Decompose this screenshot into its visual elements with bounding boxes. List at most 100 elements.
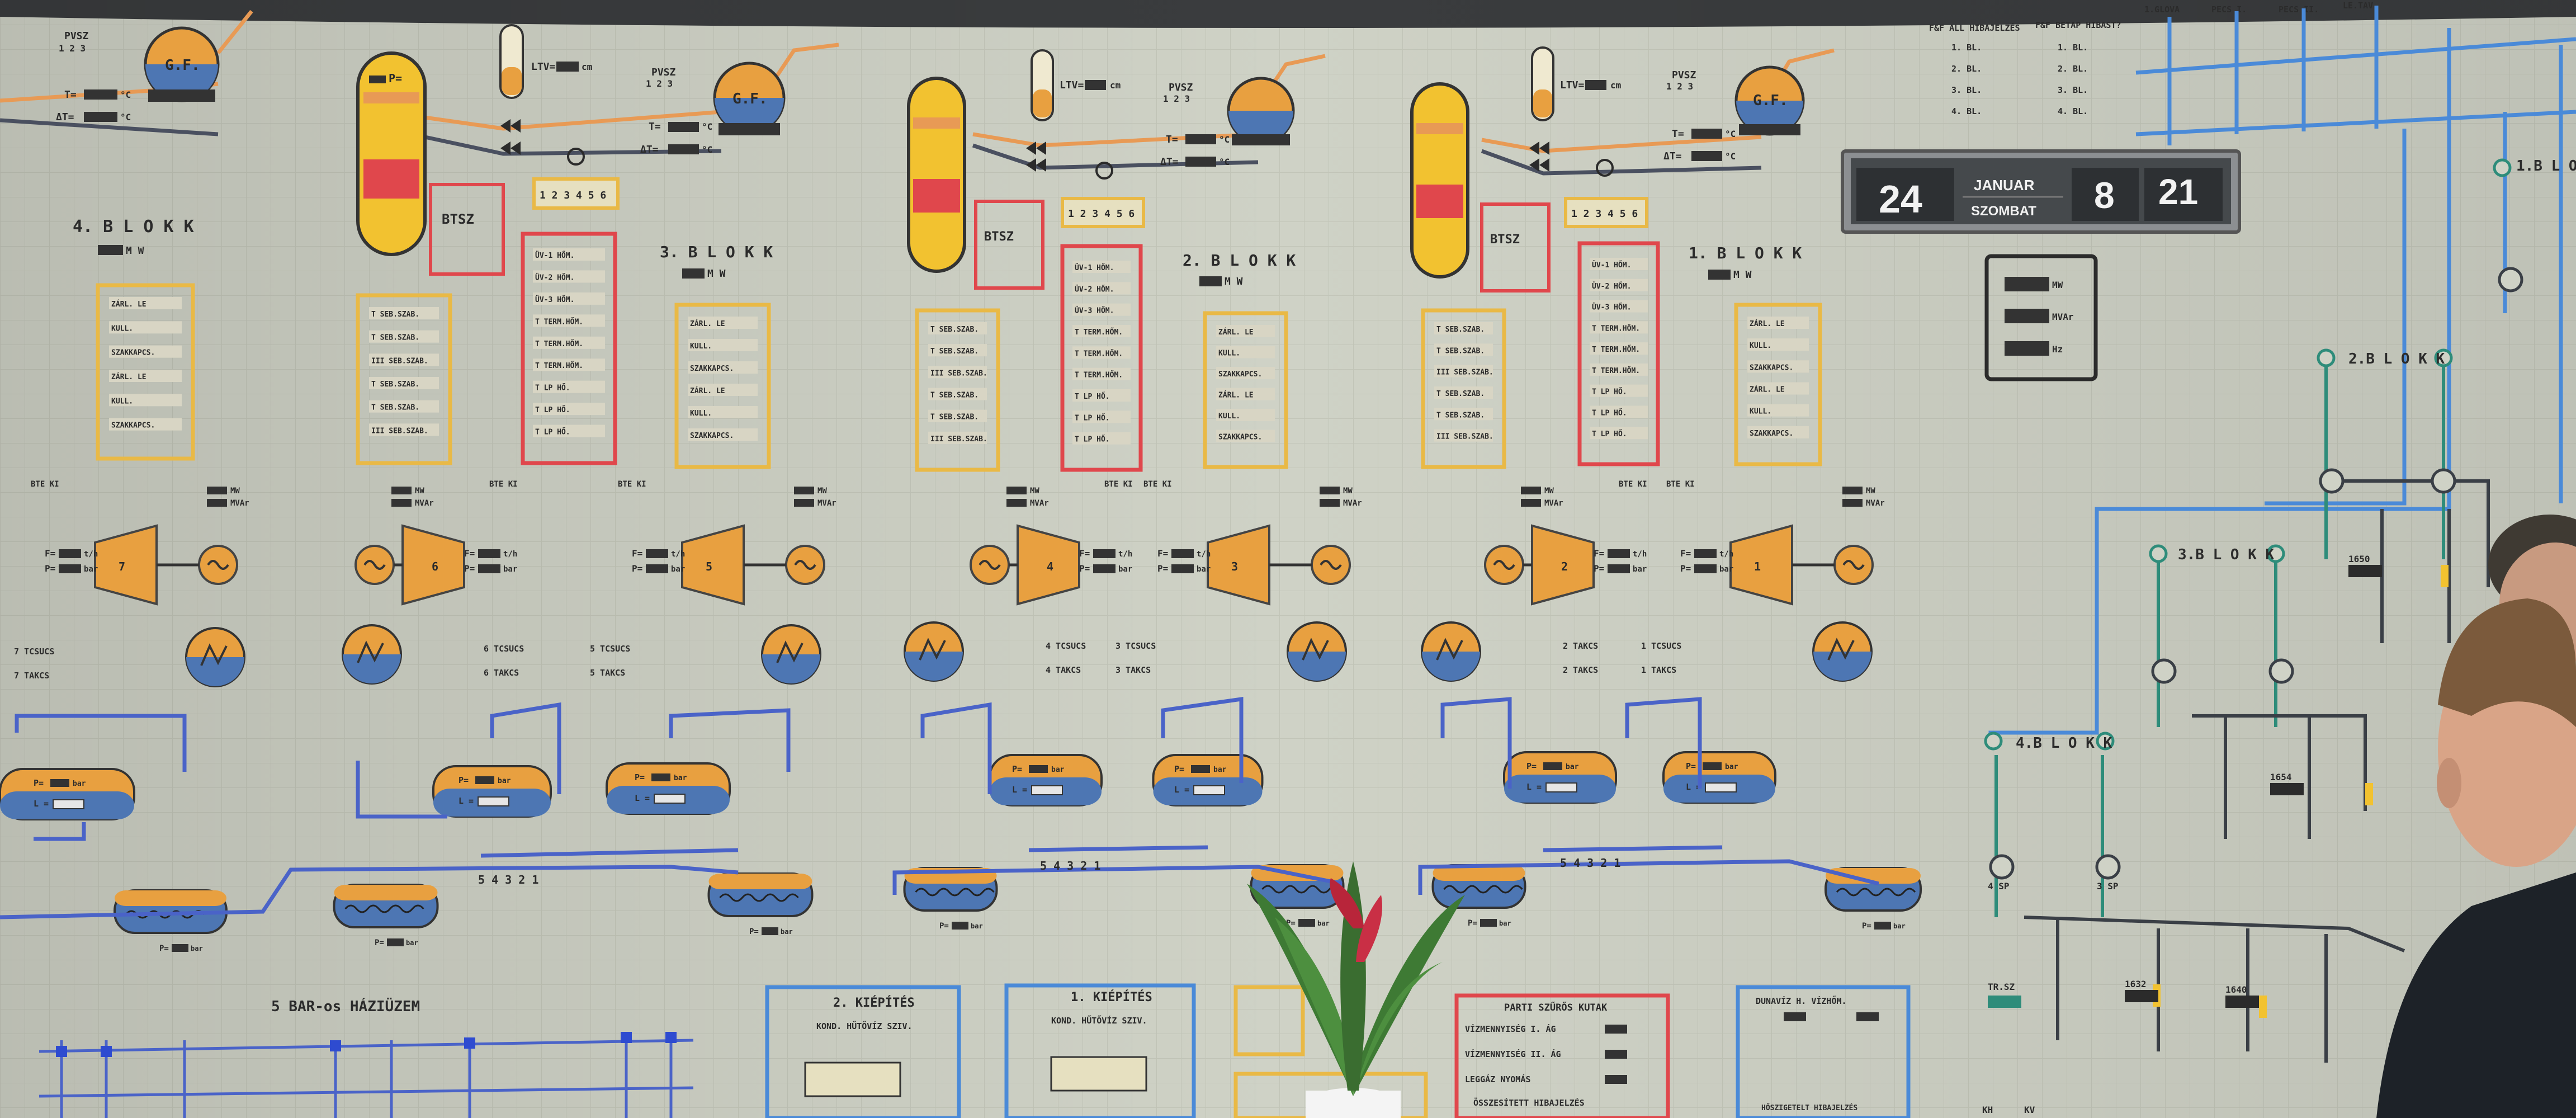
panel-row-label: T SEB.SZAB. — [1436, 411, 1485, 419]
clock-hour: 8 — [2094, 174, 2115, 216]
panel-row-label: T SEB.SZAB. — [1436, 390, 1485, 398]
panel-row-label: SZAKKAPCS. — [1218, 370, 1262, 379]
panel-row-label: ZÁRL. LE — [690, 386, 725, 395]
pressure-label: P= — [1686, 761, 1696, 771]
t-label: T= — [64, 89, 77, 101]
pressure-label: P= — [464, 563, 475, 574]
pressure-label: P= — [1157, 563, 1168, 574]
mvar-unit: MVAr — [1030, 499, 1049, 508]
flow-unit: t/h — [1197, 550, 1211, 559]
kiepites-2-kond: KOND. HŰTŐVÍZ SZIV. — [816, 1020, 913, 1031]
pump-nums: 5 4 3 2 1 — [1560, 856, 1620, 870]
pressure-unit: bar — [1719, 565, 1733, 574]
flow-label: F= — [632, 548, 642, 559]
panel-row-label: KULL. — [1750, 342, 1771, 350]
bl-row-4: 4. BL. — [1951, 106, 1982, 116]
grid-blokk-4: 4.B L O K K — [2016, 735, 2112, 752]
pressure-unit: bar — [191, 945, 203, 952]
bte-ki-label: BTE KI — [489, 480, 518, 489]
mw-unit: MW — [817, 487, 827, 496]
grid-val-1: 1654 — [2270, 772, 2292, 782]
status-panel-yellow: T SEB.SZAB.T SEB.SZAB.III SEB.SZAB.T SEB… — [1421, 308, 1506, 469]
panel-row-label: III SEB.SZAB. — [930, 369, 987, 378]
panel-row-label: III SEB.SZAB. — [371, 357, 428, 365]
hdr-3: PECS II. — [2279, 4, 2319, 15]
kiepites-1-title: 1. KIÉPÍTÉS — [1071, 990, 1152, 1004]
gas-separators: G.F. G.F. G.F. — [144, 26, 1805, 145]
grid-val-4: 1640 — [2225, 984, 2247, 995]
bte-ki-label: BTE KI — [1619, 480, 1647, 489]
block3-temps: PVSZ 1 2 3 T= °C ΔT= °C — [640, 67, 712, 155]
panel-row-label: ZÁRL. LE — [1218, 328, 1254, 337]
level-label: L = — [459, 796, 474, 806]
bl-row-2: 2. BL. — [1951, 64, 1982, 74]
grid-blokk-1: 1.B L O K — [2516, 158, 2576, 174]
grid-kh: KH — [1982, 1105, 1993, 1115]
haziuzem-label: 5 BAR-os HÁZIÜZEM — [271, 997, 420, 1015]
potted-plant — [1247, 861, 1465, 1118]
level-label: L = — [1012, 785, 1027, 795]
summary-mvar: MVAr — [2052, 312, 2074, 322]
pressure-unit: bar — [503, 565, 517, 574]
ge-label: G.F. — [732, 91, 768, 107]
panel-row-label: T TERM.HŐM. — [535, 339, 583, 348]
takcs-label: 2 TAKCS — [1563, 665, 1598, 675]
turbine-number: 3 — [1231, 560, 1238, 573]
panel-row-label: T TERM.HŐM. — [1075, 349, 1123, 358]
bl-row-2b: 2. BL. — [2058, 64, 2088, 74]
level-readouts: LTV= cm LTV= cm LTV= cm — [531, 61, 1622, 91]
pressure-unit: bar — [671, 565, 685, 574]
bte-ki-label: BTE KI — [1143, 480, 1172, 489]
block-title-1: 1. B L O K K — [1689, 244, 1802, 262]
panel-row-label: T TERM.HŐM. — [1075, 328, 1123, 337]
selector-nums: 1 2 3 4 5 6 — [1571, 208, 1638, 220]
kiepites-2-panel: 2. KIÉPÍTÉS KOND. HŰTŐVÍZ SZIV. — [765, 985, 961, 1118]
panel-row-label: T SEB.SZAB. — [930, 391, 979, 400]
parti-footer: ÖSSZESÍTETT HIBAJELZÉS — [1473, 1097, 1585, 1108]
mvar-unit: MVAr — [1544, 499, 1563, 508]
pressurizers: P= — [356, 51, 1469, 279]
parti-szuros-panel: PARTI SZŰRŐS KUTAK VÍZMENNYISÉG I. ÁG VÍ… — [1454, 993, 1670, 1118]
panel-row-label: III SEB.SZAB. — [371, 427, 428, 435]
bl-row-1b: 1. BL. — [2058, 43, 2088, 53]
pressure-unit: bar — [1213, 766, 1227, 774]
pressure-unit: bar — [1051, 766, 1065, 774]
tcsucs-label: 5 TCSUCS — [590, 644, 630, 654]
bottom-section: 5 BAR-os HÁZIÜZEM 2. KIÉPÍTÉS KOND. HŰTŐ… — [39, 983, 1911, 1118]
bl-row-1: 1. BL. — [1951, 43, 1982, 53]
pvsz-nums: 1 2 3 — [1666, 81, 1693, 92]
panel-row-label: SZAKKAPCS. — [1750, 364, 1793, 372]
pressure-label: P= — [1468, 919, 1477, 928]
hdr-4: LE.TAV — [2343, 1, 2373, 11]
pressure-label: P= — [635, 772, 645, 782]
turbine-number: 7 — [119, 560, 125, 573]
panel-row-label: T SEB.SZAB. — [930, 347, 979, 356]
panel-row-label: T SEB.SZAB. — [1436, 347, 1485, 355]
clock-day: 24 — [1879, 177, 1922, 221]
grid-sp-3: 3 SP — [2097, 881, 2119, 891]
panel-row-label: T SEB.SZAB. — [371, 404, 419, 412]
flow-unit: t/h — [1633, 550, 1647, 559]
ltv-label: LTV= — [1060, 79, 1084, 91]
bte-ki-label: BTE KI — [31, 480, 59, 489]
gas-separator-1: G.F. — [1734, 65, 1805, 136]
panel-row-label: KULL. — [111, 324, 133, 333]
panel-row-label: ZÁRL. LE — [1750, 319, 1785, 328]
block-unit: M W — [1733, 269, 1752, 281]
turbine-number: 1 — [1754, 560, 1761, 573]
electric-grid-schematic — [1984, 6, 2576, 1063]
grid-val-2: 1650 — [2348, 554, 2370, 564]
ltv-label: LTV= — [1560, 79, 1585, 91]
ge-label: G.F. — [1753, 92, 1788, 109]
bte-ki-label: BTE KI — [618, 480, 646, 489]
flow-unit: t/h — [1719, 550, 1733, 559]
pvsz-label: PVSZ — [1169, 82, 1193, 93]
